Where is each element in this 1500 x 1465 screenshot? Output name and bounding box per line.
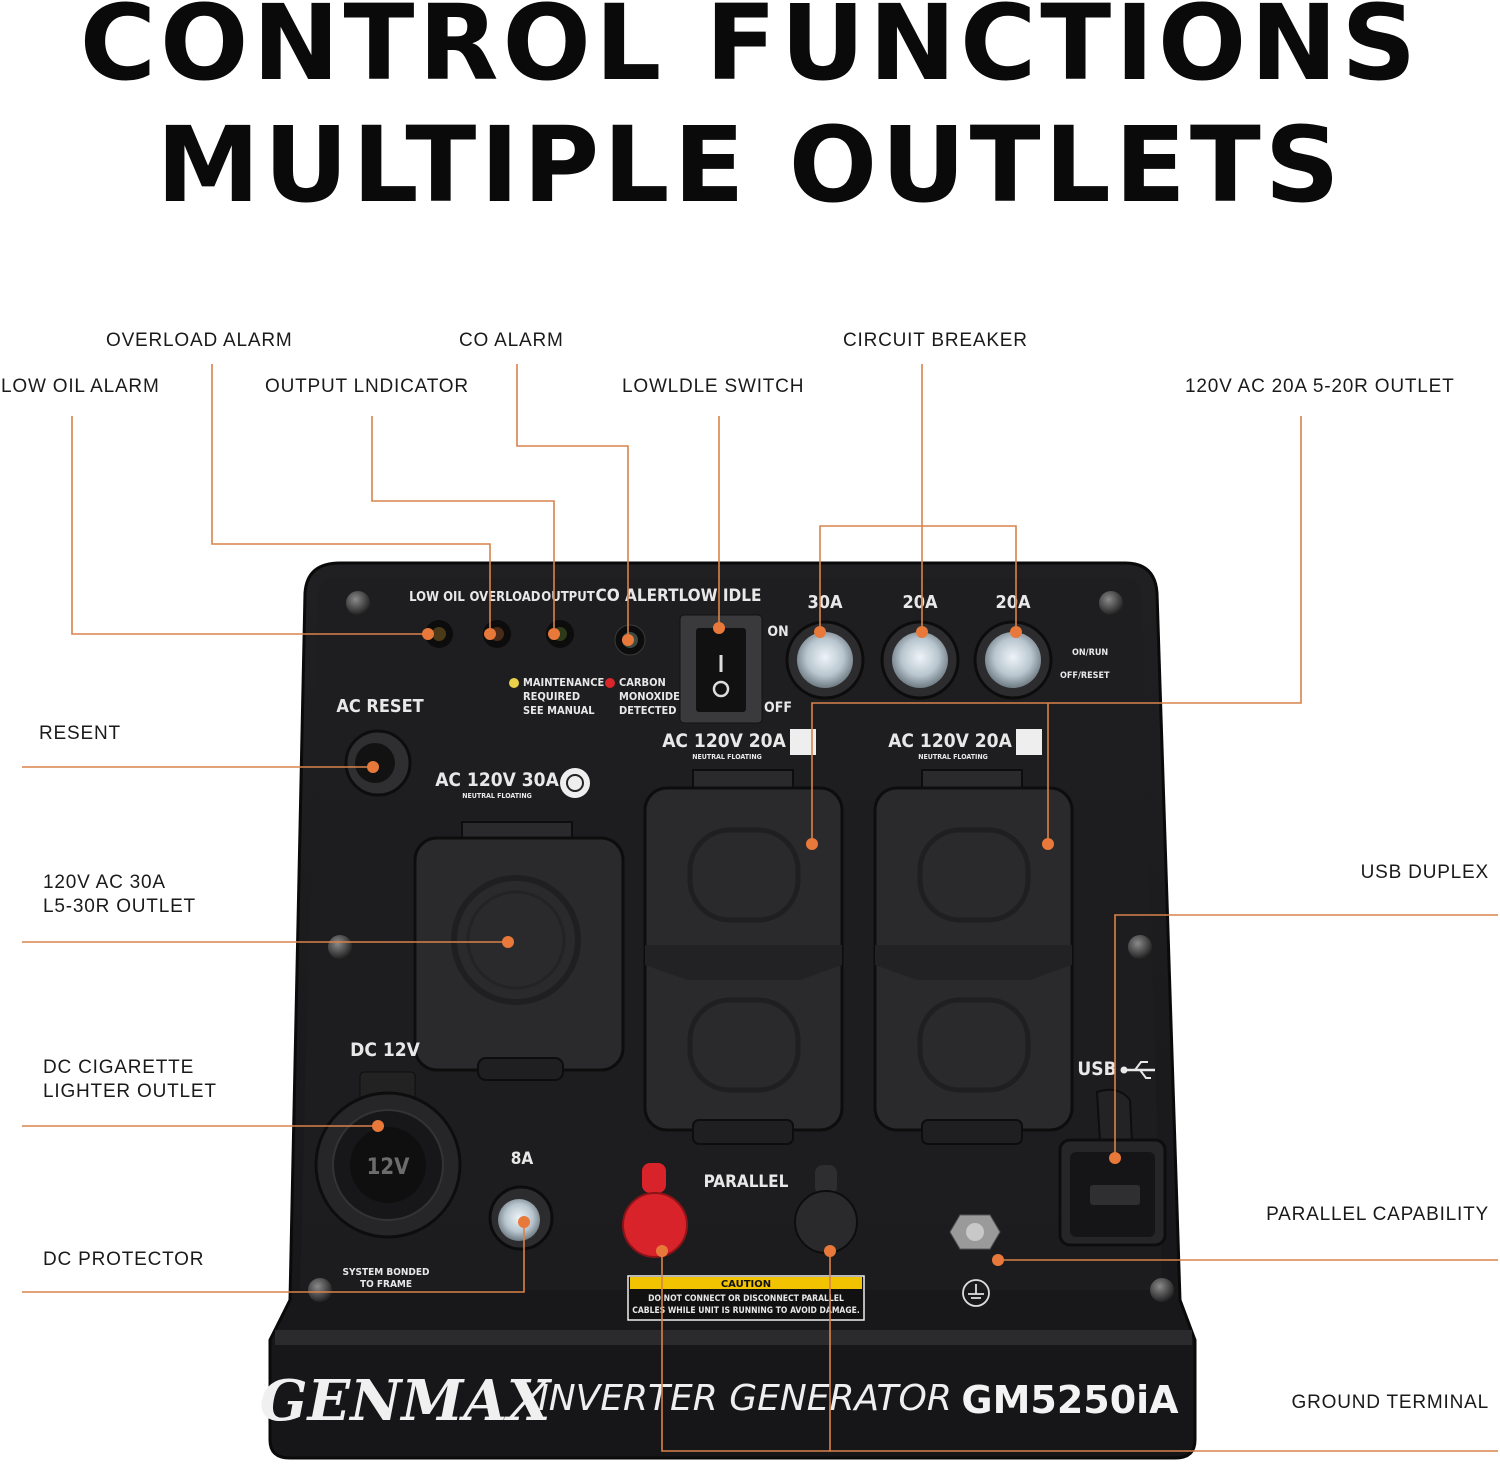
ground-terminal[interactable] [949, 1214, 1001, 1250]
label-dc-lighter-line1: DC CIGARETTE [43, 1057, 195, 1078]
usb-duplex-port[interactable] [1058, 1088, 1167, 1247]
low-oil-led-icon [425, 620, 453, 648]
text-fuse-8a: 8A [511, 1149, 534, 1169]
label-parallel-capability: PARALLEL CAPABILITY [1266, 1204, 1489, 1225]
title-line-1: CONTROL FUNCTIONS [79, 0, 1421, 104]
caution-label [627, 1275, 865, 1321]
label-output-indicator: OUTPUT LNDICATOR [265, 376, 469, 397]
text-co-alert: CO ALERT [595, 586, 679, 606]
text-system-bonded-2: TO FRAME [360, 1279, 412, 1290]
label-dc-protector: DC PROTECTOR [43, 1249, 205, 1270]
text-system-bonded-1: SYSTEM BONDED [343, 1267, 430, 1278]
label-low-idle-switch: LOWLDLE SWITCH [622, 376, 805, 397]
text-dc-12v: DC 12V [350, 1039, 420, 1061]
label-low-oil-alarm: LOW OIL ALARM [1, 376, 160, 397]
screw-icon [308, 591, 1174, 1302]
text-caution-line2: CABLES WHILE UNIT IS RUNNING TO AVOID DA… [632, 1306, 860, 1316]
usb-icon [1120, 1061, 1155, 1079]
text-neutral-floating-30a: NEUTRAL FLOATING [462, 792, 532, 800]
label-ground-terminal: GROUND TERMINAL [1291, 1392, 1489, 1413]
outlet-symbol-icon [1016, 729, 1042, 755]
brand-logo: GENMAX [260, 1368, 553, 1434]
label-dc-lighter-line2: LIGHTER OUTLET [43, 1081, 217, 1102]
outlet-30a-cover[interactable] [413, 821, 625, 1081]
text-caution-title: CAUTION [721, 1279, 771, 1290]
label-circuit-breaker: CIRCUIT BREAKER [843, 330, 1028, 351]
breaker-20a-button-1[interactable] [880, 620, 960, 700]
text-overload: OVERLOAD [470, 590, 541, 605]
text-breaker-20a-1: 20A [902, 592, 938, 613]
text-ac-30a: AC 120V 30A [435, 769, 559, 791]
text-breaker-20a-2: 20A [995, 592, 1031, 613]
text-off-reset: OFF/RESET [1060, 671, 1110, 681]
label-20a-outlet: 120V AC 20A 5-20R OUTLET [1185, 376, 1455, 397]
label-30a-outlet-line1: 120V AC 30A [43, 872, 166, 893]
text-ac-20a-1: AC 120V 20A [662, 730, 786, 752]
text-usb: USB [1077, 1058, 1116, 1080]
breaker-20a-button-2[interactable] [973, 620, 1053, 700]
breaker-30a-button[interactable] [785, 620, 865, 700]
text-carbon-2: MONOXIDE [619, 690, 680, 703]
text-output: OUTPUT [541, 590, 594, 605]
callout-dots [367, 622, 1121, 1266]
text-caution-line1: DO NOT CONNECT OR DISCONNECT PARALLEL [648, 1294, 844, 1304]
outlet-20a-cover-2[interactable] [873, 769, 1074, 1145]
text-low-idle: LOW IDLE [679, 586, 762, 606]
text-on: ON [767, 624, 788, 640]
text-ac-20a-2: AC 120V 20A [888, 730, 1012, 752]
label-30a-outlet-line2: L5-30R OUTLET [43, 896, 196, 917]
text-breaker-30a: 30A [807, 592, 843, 613]
text-low-oil: LOW OIL [409, 590, 465, 605]
low-idle-switch[interactable] [679, 614, 763, 724]
label-reset: RESENT [39, 723, 121, 744]
ground-symbol-icon [962, 1279, 990, 1307]
title-line-2: MULTIPLE OUTLETS [156, 104, 1344, 226]
text-maintenance-1: MAINTENANCE [523, 676, 604, 689]
text-neutral-floating-20a-1: NEUTRAL FLOATING [692, 753, 762, 761]
text-maintenance-3: SEE MANUAL [523, 704, 595, 717]
leader-lines [22, 364, 1498, 1452]
label-co-alarm: CO ALARM [459, 330, 564, 351]
text-carbon-1: CARBON [619, 676, 666, 689]
text-parallel: PARALLEL [704, 1172, 789, 1192]
text-on-run: ON/RUN [1072, 648, 1108, 658]
twist-lock-symbol-icon [560, 768, 590, 798]
dc-12v-socket[interactable] [314, 1071, 462, 1239]
label-overload-alarm: OVERLOAD ALARM [106, 330, 293, 351]
product-name: INVERTER GENERATOR [538, 1378, 952, 1419]
text-carbon-3: DETECTED [619, 704, 677, 717]
text-off: OFF [764, 700, 792, 716]
text-maintenance-2: REQUIRED [523, 690, 580, 703]
text-socket-12v: 12V [367, 1155, 411, 1180]
co-led-icon [605, 678, 615, 688]
parallel-red-cap[interactable] [622, 1163, 688, 1258]
text-ac-reset: AC RESET [336, 696, 423, 717]
label-usb-duplex: USB DUPLEX [1360, 862, 1489, 883]
model-number: GM5250iA [961, 1378, 1179, 1422]
text-neutral-floating-20a-2: NEUTRAL FLOATING [918, 753, 988, 761]
ac-reset-button[interactable] [344, 729, 412, 797]
maintenance-led-icon [509, 678, 519, 688]
outlet-20a-cover-1[interactable] [643, 769, 844, 1145]
